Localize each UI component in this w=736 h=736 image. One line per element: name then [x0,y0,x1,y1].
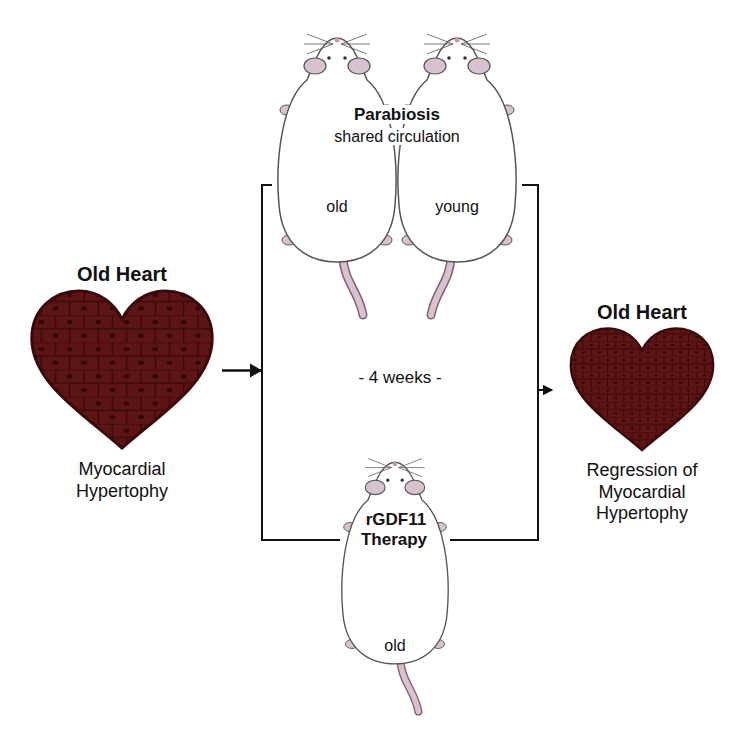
node-text: old [360,636,430,655]
node-text: old [302,197,372,216]
connector [222,185,272,371]
heart-panel: Old HeartMyocardial Hypertophy [22,262,222,502]
node-text: Myocardial Hypertophy [47,459,197,502]
heart-illustration [27,288,217,453]
node-heading: Old Heart [597,300,687,324]
node-heading: rGDF11 Therapy [345,510,445,551]
mouse-panel: Parabiosis shared circulation old young [272,15,522,315]
node-heading: Old Heart [77,262,167,286]
duration-label: - 4 weeks - [355,368,444,388]
heart-panel: Old HeartRegression of Myocardial Hypert… [552,300,732,525]
connector [522,185,552,390]
heart-shape [32,291,213,448]
node-text: young [422,197,492,216]
node-text: Regression of Myocardial Hypertophy [557,460,727,525]
mouse-panel: rGDF11 Therapy old [340,450,450,720]
mouse-figure [398,34,516,315]
mouse-figure [278,34,396,315]
mouse-figure [342,459,448,712]
connector [222,371,340,541]
node-heading: Parabiosis [312,105,482,125]
mouse-illustration [340,450,450,720]
heart-illustration [567,326,717,454]
heart-shape [571,328,714,450]
node-text: shared circulation [312,127,482,146]
mouse-illustration [272,15,522,315]
bracket-arrowhead [250,364,262,378]
connector [450,390,552,540]
